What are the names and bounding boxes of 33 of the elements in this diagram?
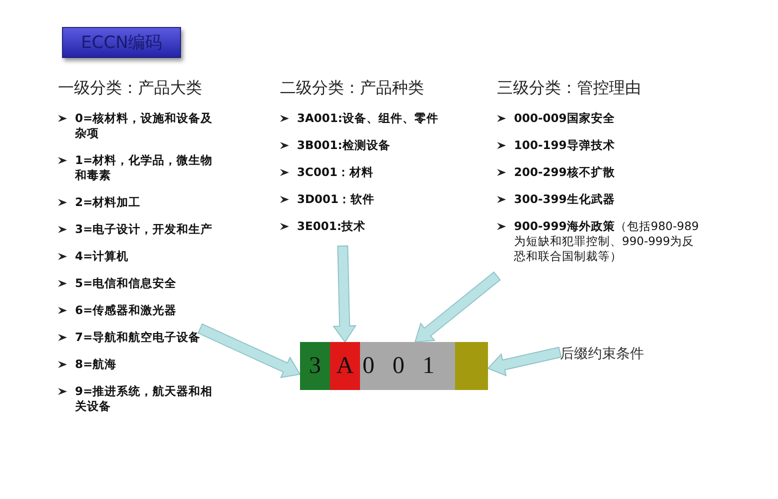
code-segment: 001 xyxy=(360,342,455,390)
list-item: 3D001：软件 xyxy=(297,192,375,207)
list-item: 3A001:设备、组件、零件 xyxy=(297,111,439,126)
column-heading: 二级分类：产品种类 xyxy=(280,78,425,99)
suffix-label: 后缀约束条件 xyxy=(560,345,644,363)
list-item: 0=核材料，设施和设备及杂项 xyxy=(75,111,214,141)
list-item: 7=导航和航空电子设备 xyxy=(75,330,201,345)
code-segment: 3 xyxy=(300,342,330,390)
list-item: 100-199导弹技术 xyxy=(514,138,615,153)
list-item: 6=传感器和激光器 xyxy=(75,303,177,318)
column-heading: 三级分类：管控理由 xyxy=(497,78,642,99)
list-item: 4=计算机 xyxy=(75,249,129,264)
column-heading: 一级分类：产品大类 xyxy=(58,78,203,99)
list-item: 900-999海外政策（包括980-989为短缺和犯罪控制、990-999为反恐和联合国制裁等） xyxy=(514,219,700,264)
list-item: 3E001:技术 xyxy=(297,219,366,234)
list-item: 000-009国家安全 xyxy=(514,111,615,126)
arrow xyxy=(487,346,562,376)
code-segment xyxy=(455,342,488,390)
list-item: 3=电子设计，开发和生产 xyxy=(75,222,213,237)
list-item: 9=推进系统，航天器和相关设备 xyxy=(75,384,214,414)
arrow xyxy=(197,323,301,378)
list-item: 5=电信和信息安全 xyxy=(75,276,177,291)
list-item: 3C001：材料 xyxy=(297,165,374,180)
arrow xyxy=(332,245,357,343)
list-item: 3B001:检测设备 xyxy=(297,138,390,153)
code-segment: A xyxy=(330,342,360,390)
list-item: 1=材料，化学品，微生物和毒素 xyxy=(75,153,214,183)
list-item: 200-299核不扩散 xyxy=(514,165,615,180)
arrow xyxy=(414,271,501,343)
list-item: 8=航海 xyxy=(75,357,117,372)
title-banner: ECCN编码 xyxy=(62,27,182,58)
list-item: 2=材料加工 xyxy=(75,195,141,210)
list-item: 300-399生化武器 xyxy=(514,192,615,207)
